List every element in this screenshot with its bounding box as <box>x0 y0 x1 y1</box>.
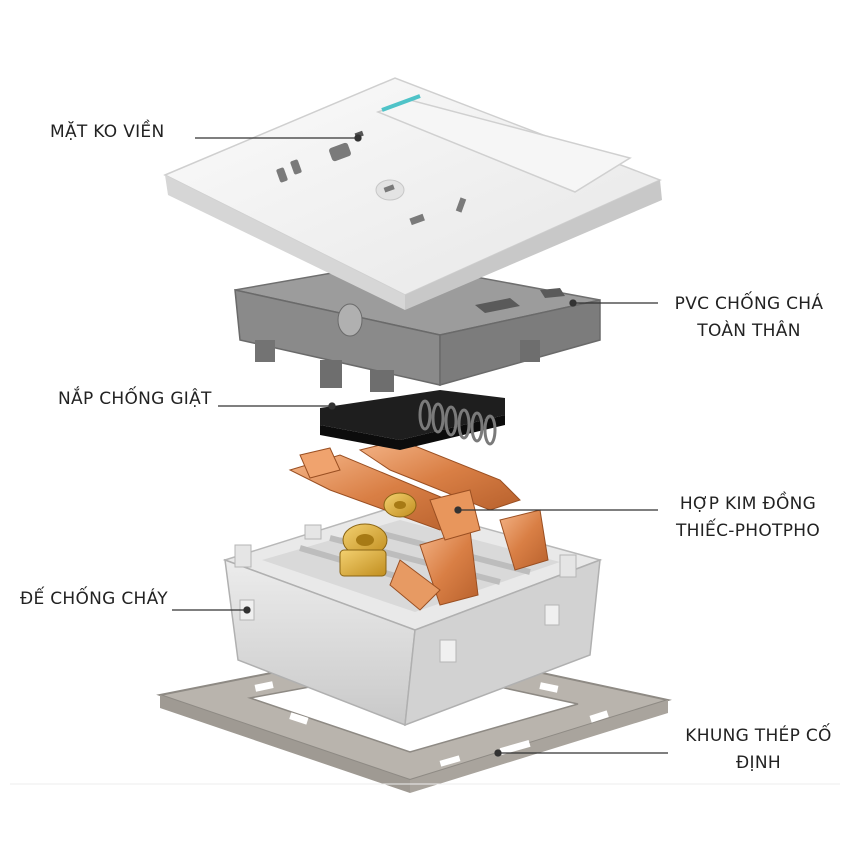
faceplate <box>163 77 662 310</box>
label-pvc-line1: PVC CHỐNG CHÁ <box>674 294 824 314</box>
leader-alloy-dot <box>454 506 462 514</box>
label-base: ĐẾ CHỐNG CHÁY <box>20 589 168 609</box>
label-shock-cover: NẮP CHỐNG GIẬT <box>58 389 212 409</box>
label-frame: KHUNG THÉP CỐ ĐỊNH <box>676 723 841 777</box>
leader-lines <box>172 134 668 757</box>
leader-pvc-dot <box>569 299 577 307</box>
label-face: MẶT KO VIỀN <box>50 122 165 142</box>
label-alloy: HỢP KIM ĐỒNG THIẾC-PHOTPHO <box>664 491 832 545</box>
label-alloy-line2: THIẾC-PHOTPHO <box>675 521 821 541</box>
anti-shock-shutter <box>320 390 505 450</box>
label-frame-line1: KHUNG THÉP CỐ <box>685 726 832 746</box>
leader-frame-dot <box>494 749 502 757</box>
label-alloy-line1: HỢP KIM ĐỒNG <box>679 494 817 514</box>
leader-base-dot <box>243 606 251 614</box>
leader-shock-dot <box>328 402 336 410</box>
socket-holes <box>276 130 467 226</box>
copper-alloy-contacts <box>288 439 549 611</box>
label-frame-line2: ĐỊNH <box>736 753 781 773</box>
leader-face-dot <box>354 134 362 142</box>
label-pvc: PVC CHỐNG CHÁ TOÀN THÂN <box>665 291 833 345</box>
label-pvc-line2: TOÀN THÂN <box>697 321 801 341</box>
